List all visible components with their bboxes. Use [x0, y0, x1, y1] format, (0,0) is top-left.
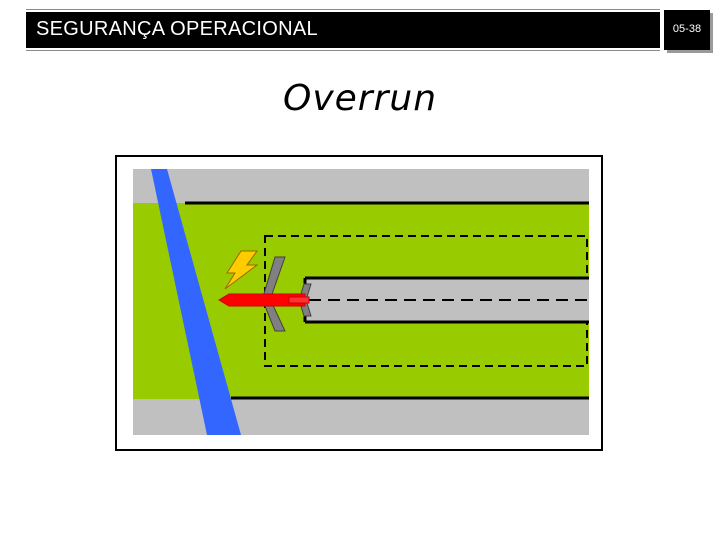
header-title: SEGURANÇA OPERACIONAL [36, 18, 318, 40]
river [151, 169, 241, 435]
header-bar: SEGURANÇA OPERACIONAL [26, 12, 660, 48]
page-number: 05-38 [672, 23, 702, 35]
aircraft-icon [218, 256, 312, 332]
lightning-icon [224, 250, 259, 290]
top-road [133, 169, 589, 203]
overrun-diagram [133, 169, 589, 435]
header-rule-top [26, 9, 660, 10]
slide-title: Overrun [282, 78, 438, 119]
header-rule-bottom [26, 50, 660, 51]
page-number-badge: 05-38 [664, 10, 710, 50]
diagram-frame [115, 155, 603, 451]
